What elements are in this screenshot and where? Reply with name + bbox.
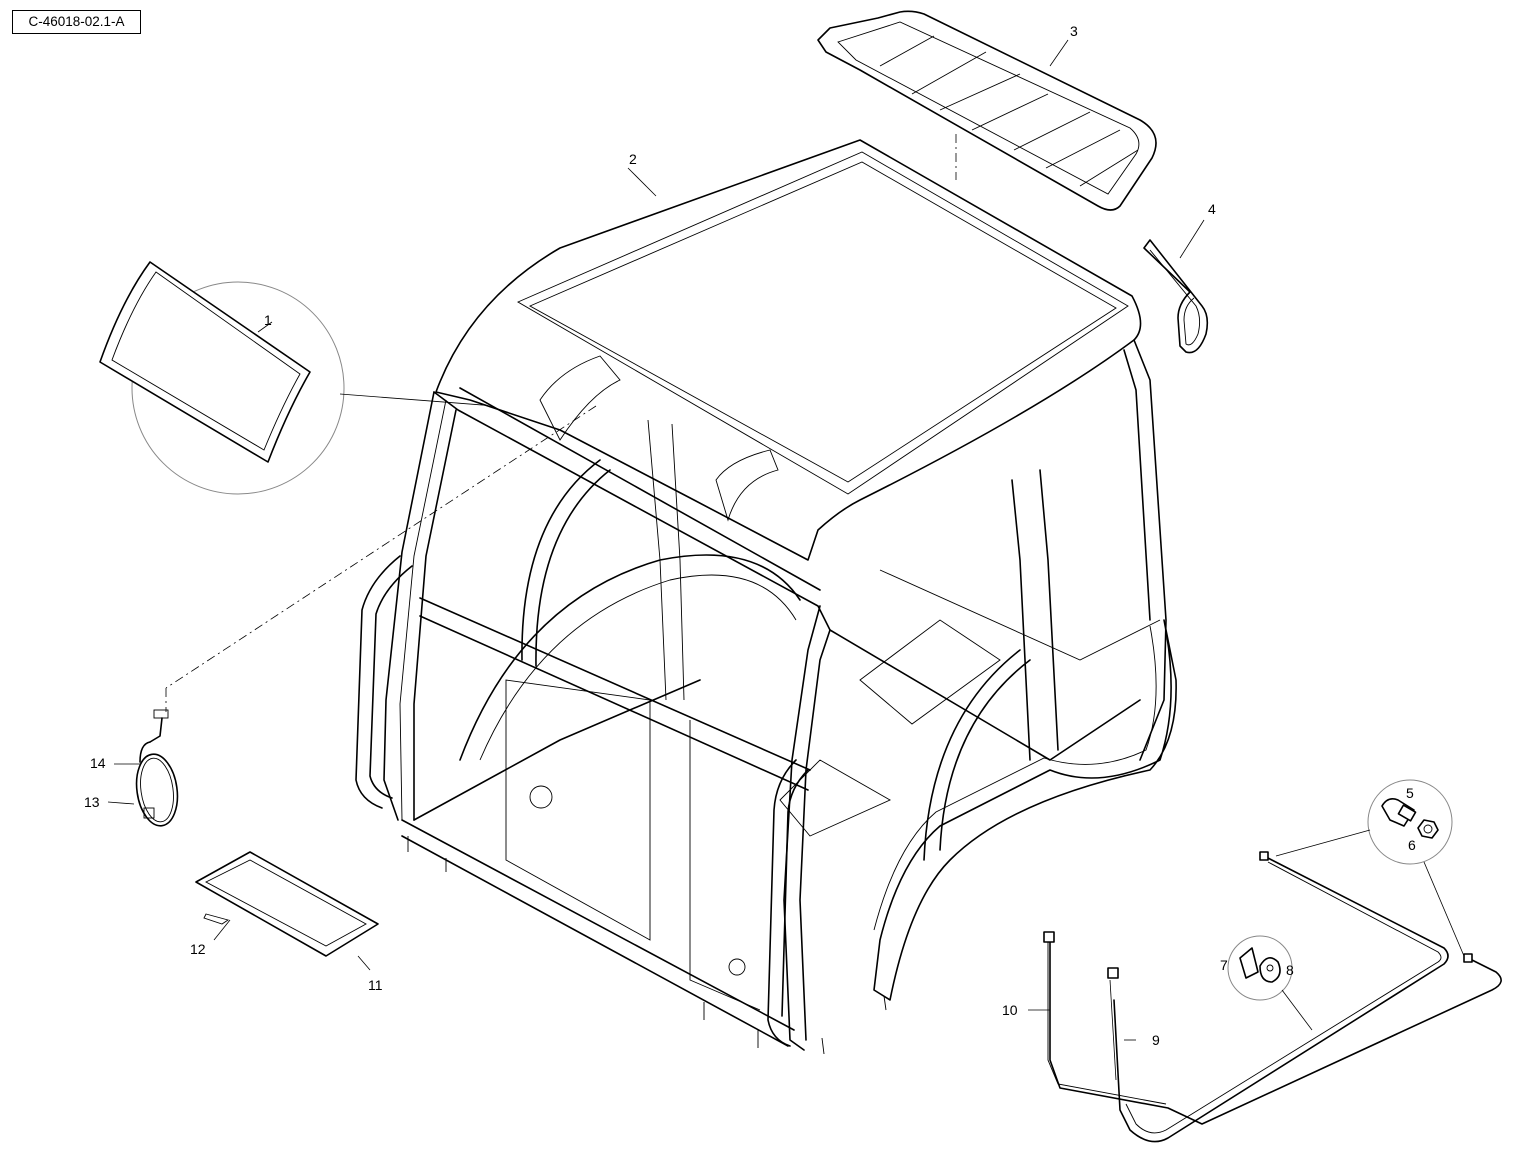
callout-11: 11: [368, 977, 383, 993]
callout-3: 3: [1070, 23, 1078, 39]
callout-labels: 1 2 3 4 5 6 7 8 9 10 11 12 13 14: [84, 23, 1416, 1048]
callout-1: 1: [264, 312, 272, 328]
part-4-seal-loop: [1143, 219, 1209, 354]
part-11-12-tray: [195, 851, 379, 971]
callout-6: 6: [1408, 837, 1416, 853]
callout-4: 4: [1208, 201, 1216, 217]
part-3-roof-plate: [817, 10, 1157, 211]
callout-13: 13: [84, 794, 100, 810]
part-2-cab-frame: [165, 139, 1177, 1055]
callout-5: 5: [1406, 785, 1414, 801]
callout-10: 10: [1002, 1002, 1018, 1018]
callout-2: 2: [629, 151, 637, 167]
callout-12: 12: [190, 941, 206, 957]
part-7-8-clamps: [1227, 935, 1313, 1031]
callout-14: 14: [90, 755, 106, 771]
callout-7: 7: [1220, 957, 1228, 973]
part-5-6-fittings: [1275, 779, 1465, 957]
callout-8: 8: [1286, 962, 1294, 978]
callout-9: 9: [1152, 1032, 1160, 1048]
diagram-reference-label: C-46018-02.1-A: [12, 10, 141, 34]
part-9-10-pipes: [1028, 851, 1502, 1143]
part-13-14-mirror: [107, 709, 179, 827]
